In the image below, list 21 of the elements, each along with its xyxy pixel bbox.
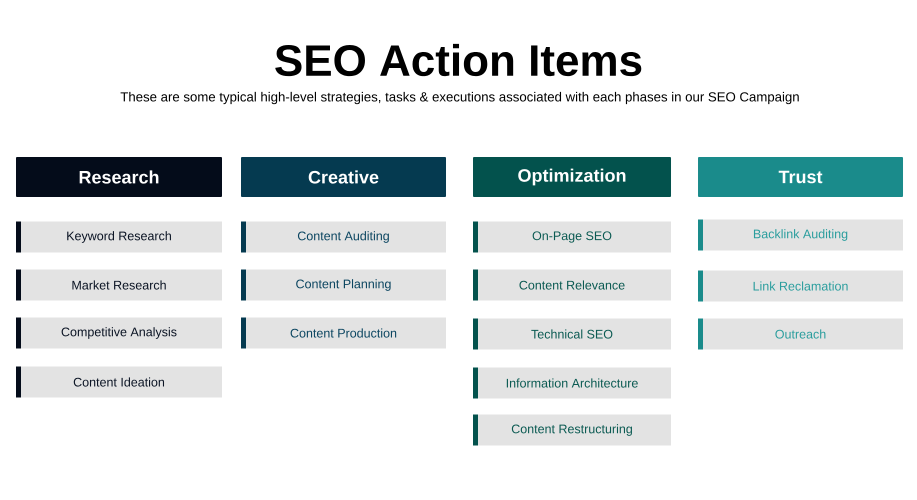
task-box: Content Production xyxy=(241,318,446,348)
task-box: On-Page SEO xyxy=(473,222,671,252)
column-header: Optimization xyxy=(473,157,671,197)
task-box: Content Restructuring xyxy=(473,414,671,446)
task-box: Competitive Analysis xyxy=(16,318,222,348)
subtitle: These are some typical high-level strategies, tasks & executions associated with each phases in our SEO Campaign xyxy=(120,92,799,104)
task-box: Content Auditing xyxy=(241,222,446,252)
column-header: Research xyxy=(16,157,222,197)
task-box: Backlink Auditing xyxy=(698,220,904,250)
task-box: Content Ideation xyxy=(16,366,222,398)
task-box: Information Architecture xyxy=(473,368,671,398)
task-box: Market Research xyxy=(16,270,222,300)
task-box: Content Planning xyxy=(241,270,446,300)
column-header: Creative xyxy=(241,157,446,197)
column-header: Trust xyxy=(698,157,904,197)
title: SEO Action Items xyxy=(275,44,642,76)
task-box: Keyword Research xyxy=(16,222,222,252)
task-box: Content Relevance xyxy=(473,270,671,300)
task-box: Technical SEO xyxy=(473,318,671,350)
task-box: Link Reclamation xyxy=(698,270,904,302)
task-box: Outreach xyxy=(698,318,904,350)
